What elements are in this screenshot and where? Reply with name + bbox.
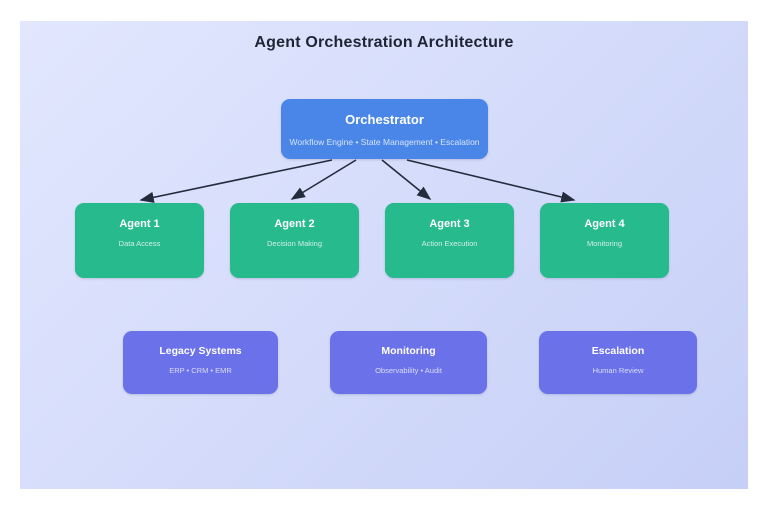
agent-1-title: Agent 1 — [119, 218, 160, 230]
escalation-title: Escalation — [591, 345, 645, 357]
node-legacy-systems: Legacy Systems ERP • CRM • EMR — [123, 331, 278, 394]
legacy-systems-subtitle: ERP • CRM • EMR — [169, 366, 232, 375]
agent-4-subtitle: Monitoring — [586, 239, 623, 248]
node-agent-3: Agent 3 Action Execution — [385, 203, 514, 278]
agent-2-subtitle: Decision Making — [266, 239, 323, 248]
escalation-subtitle: Human Review — [592, 366, 644, 375]
node-agent-1: Agent 1 Data Access — [75, 203, 204, 278]
monitoring-title: Monitoring — [381, 345, 436, 357]
orchestrator-subtitle: Workflow Engine • State Management • Esc… — [289, 137, 480, 147]
node-orchestrator: Orchestrator Workflow Engine • State Man… — [281, 99, 488, 159]
agent-4-title: Agent 4 — [584, 218, 625, 230]
node-agent-2: Agent 2 Decision Making — [230, 203, 359, 278]
agent-3-title: Agent 3 — [429, 218, 470, 230]
agent-3-subtitle: Action Execution — [421, 239, 478, 248]
legacy-systems-title: Legacy Systems — [159, 345, 242, 357]
node-monitoring: Monitoring Observability • Audit — [330, 331, 487, 394]
node-agent-4: Agent 4 Monitoring — [540, 203, 669, 278]
node-escalation: Escalation Human Review — [539, 331, 697, 394]
monitoring-subtitle: Observability • Audit — [375, 366, 442, 375]
orchestrator-title: Orchestrator — [345, 112, 424, 127]
diagram-title: Agent Orchestration Architecture — [254, 34, 514, 51]
agent-1-subtitle: Data Access — [118, 239, 161, 248]
agent-2-title: Agent 2 — [274, 218, 315, 230]
